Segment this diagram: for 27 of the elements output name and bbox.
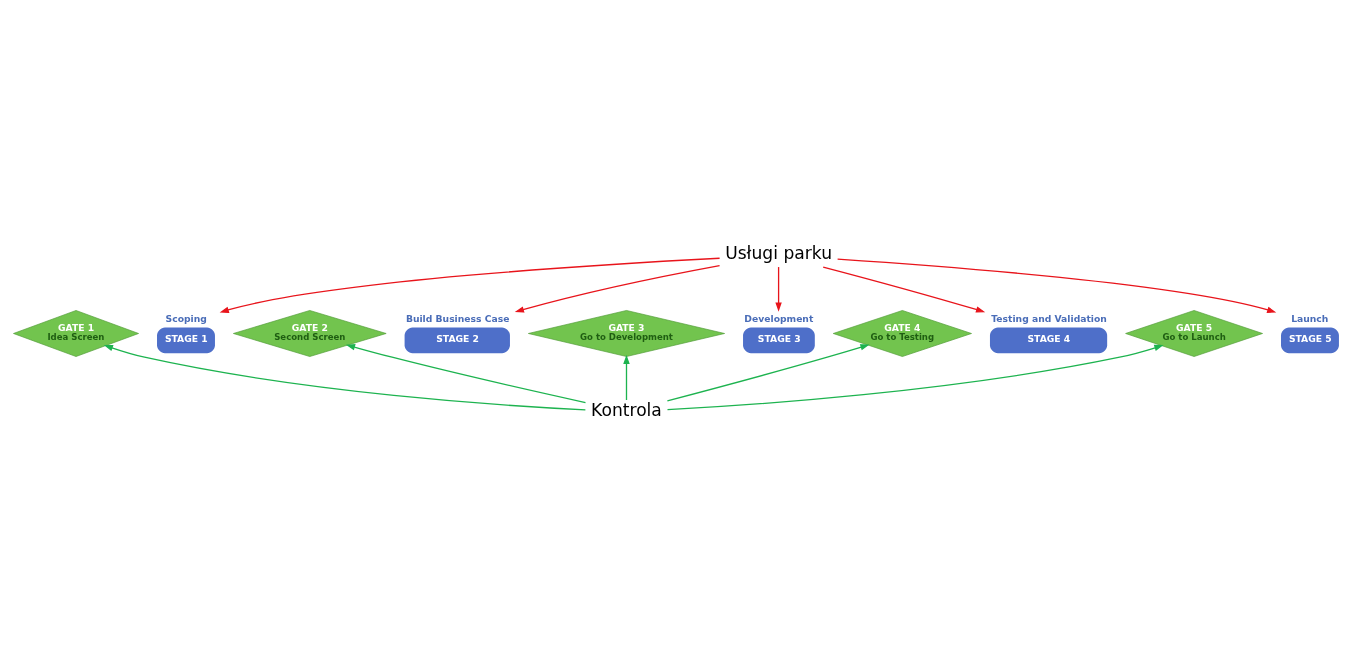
node-label: Launch [1291, 312, 1329, 324]
node-text: Usługi parku [725, 242, 832, 263]
node-box: STAGE 3 [743, 327, 815, 353]
node-text: Kontrola [591, 399, 662, 420]
node-box: STAGE 2 [404, 327, 510, 353]
node-diamond: GATE 3 Go to Development [528, 309, 725, 357]
node-diamond: GATE 1 Idea Screen [13, 309, 139, 357]
node-label: Development [744, 312, 814, 324]
node-box: STAGE 1 [157, 327, 215, 353]
node-diamond: GATE 4 Go to Testing [832, 309, 972, 357]
arrow [822, 265, 986, 313]
node-box: STAGE 4 [989, 327, 1108, 353]
arrow [623, 354, 630, 401]
arrow [775, 265, 782, 312]
arrow [666, 343, 870, 402]
arrow [345, 343, 587, 403]
arrow [514, 264, 721, 313]
node-box: STAGE 5 [1281, 327, 1339, 353]
arrow [836, 257, 1277, 313]
arrow [666, 344, 1164, 410]
node-label: Scoping [165, 312, 207, 324]
arrow [219, 257, 721, 313]
node-diamond: GATE 2 Second Screen [233, 309, 387, 357]
node-label: Testing and Validation [991, 312, 1107, 324]
node-label: Build Business Case [405, 312, 510, 324]
arrow [103, 344, 587, 410]
node-diamond: GATE 5 Go to Launch [1125, 309, 1263, 357]
